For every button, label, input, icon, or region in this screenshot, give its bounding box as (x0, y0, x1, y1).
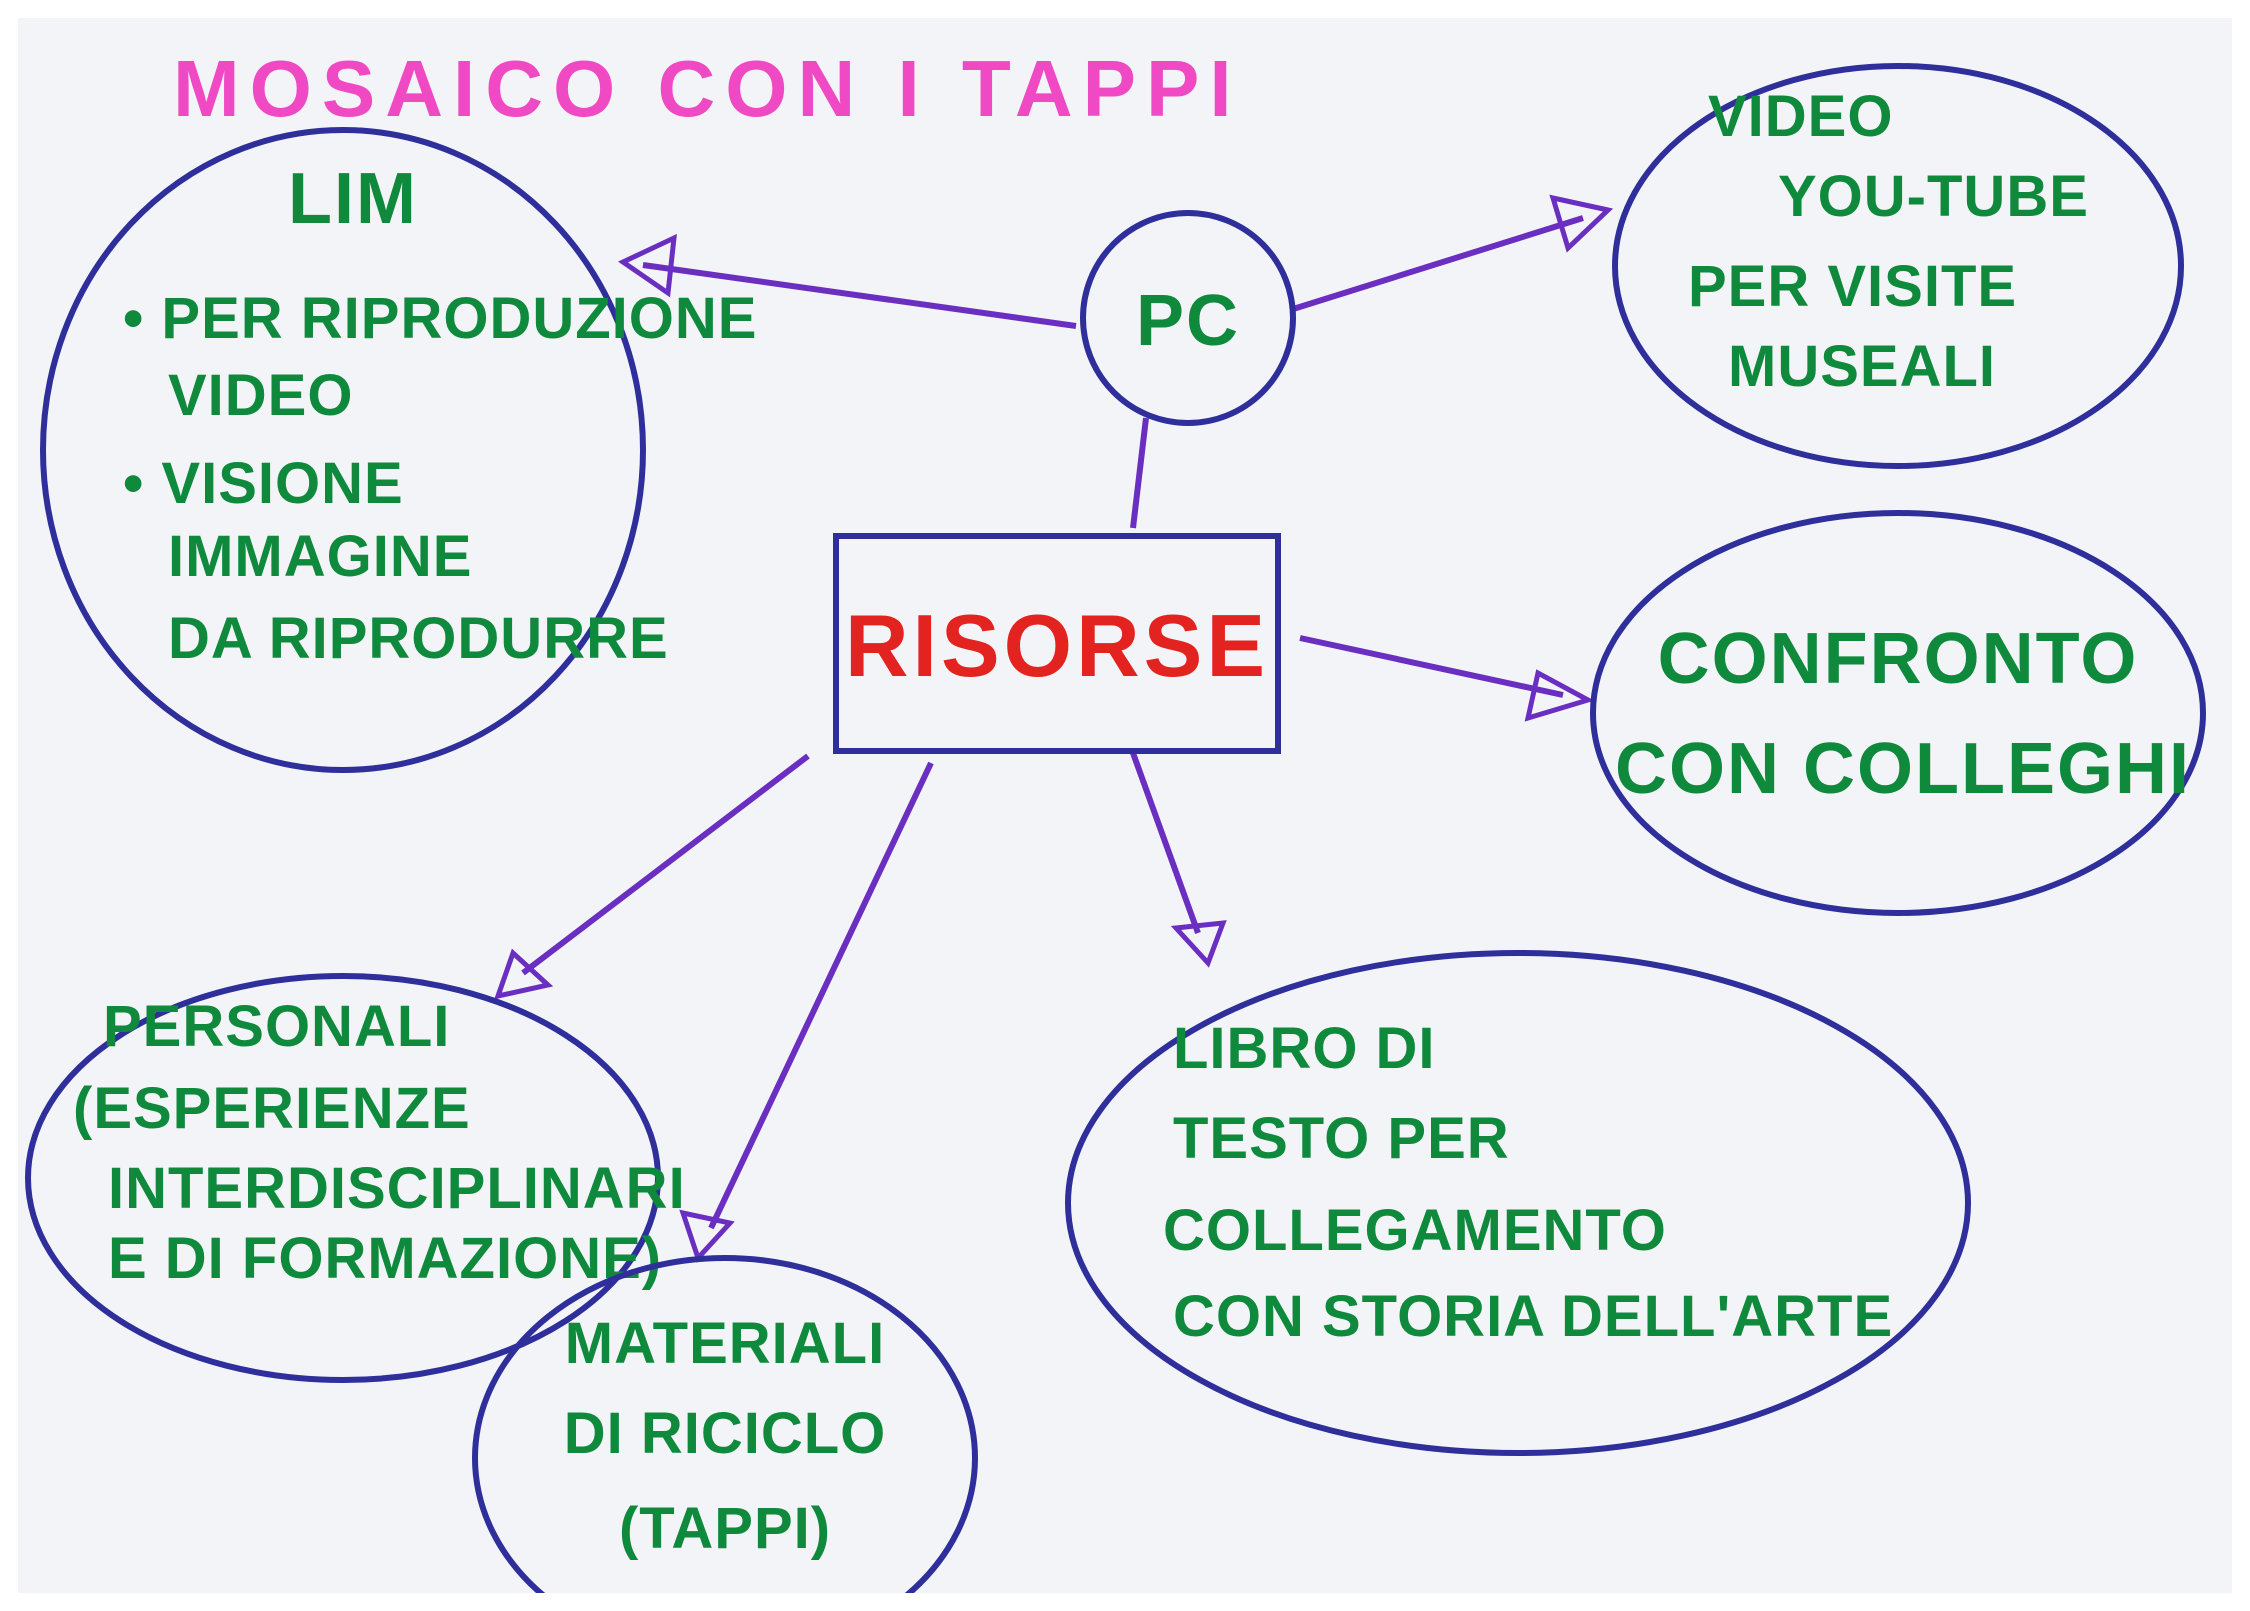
lim-line-2: VIDEO (168, 363, 354, 428)
arrowhead-personali (494, 948, 554, 1000)
arrowhead-lim (617, 233, 677, 298)
confronto-line-1: CONFRONTO (1658, 619, 2139, 699)
connector-risorse-to-confronto (1299, 635, 1564, 698)
arrowhead-materiali (679, 1209, 735, 1263)
lim-line-4: IMMAGINE (168, 524, 472, 589)
libro-line-2: TESTO PER (1173, 1106, 1510, 1171)
connector-risorse-to-materiali (708, 761, 934, 1230)
node-video-outline (1612, 63, 2184, 469)
video-line-4: MUSEALI (1728, 334, 1996, 399)
libro-line-1: LIBRO DI (1173, 1016, 1436, 1081)
arrowhead-video (1549, 194, 1614, 253)
connectors (521, 215, 1584, 1230)
risorse-label: RISORSE (845, 596, 1269, 695)
materiali-line-1: MATERIALI (565, 1311, 885, 1376)
libro-line-4: CON STORIA DELL'ARTE (1173, 1284, 1893, 1349)
libro-line-3: COLLEGAMENTO (1163, 1198, 1667, 1263)
video-line-2: YOU-TUBE (1778, 164, 2089, 229)
personali-line-3: INTERDISCIPLINARI (108, 1156, 686, 1221)
connector-pc-to-risorse (1130, 417, 1149, 529)
personali-line-1: PERSONALI (103, 994, 450, 1059)
personali-line-4: E DI FORMAZIONE) (108, 1226, 662, 1291)
lim-line-3: • VISIONE (123, 451, 404, 516)
video-line-1: VIDEO (1708, 84, 1894, 149)
lim-line-1: • PER RIPRODUZIONE (123, 286, 757, 351)
personali-line-2: (ESPERIENZE (73, 1076, 471, 1141)
node-confronto-outline (1590, 510, 2206, 916)
arrowhead-libro (1170, 920, 1227, 968)
node-libro-outline (1065, 950, 1971, 1456)
connector-risorse-to-libro (1130, 751, 1201, 935)
lim-line-5: DA RIPRODURRE (168, 606, 669, 671)
confronto-line-2: CON COLLEGHI (1615, 729, 2191, 809)
pc-label: PC (1136, 281, 1240, 361)
video-line-3: PER VISITE (1688, 254, 2017, 319)
lim-heading: LIM (288, 159, 418, 239)
concept-map: MOSAICO CON I TAPPI LIM • PER RIPRODUZIO… (25, 44, 2206, 1593)
connector-risorse-to-personali (521, 753, 810, 976)
node-risorse-outline (833, 533, 1281, 754)
materiali-line-3: (TAPPI) (619, 1496, 831, 1561)
node-lim-outline (40, 127, 646, 773)
map-title: MOSAICO CON I TAPPI (173, 44, 1242, 133)
connector-pc-to-lim (642, 262, 1077, 329)
arrowhead-confronto (1524, 669, 1595, 722)
node-personali-outline (25, 973, 661, 1383)
materiali-line-2: DI RICICLO (564, 1401, 887, 1466)
connector-pc-to-video (1289, 215, 1584, 313)
node-pc-outline (1080, 210, 1296, 426)
paper-sheet: MOSAICO CON I TAPPI LIM • PER RIPRODUZIO… (18, 18, 2232, 1593)
arrowheads (494, 194, 1614, 1263)
node-materiali-outline (472, 1255, 978, 1593)
